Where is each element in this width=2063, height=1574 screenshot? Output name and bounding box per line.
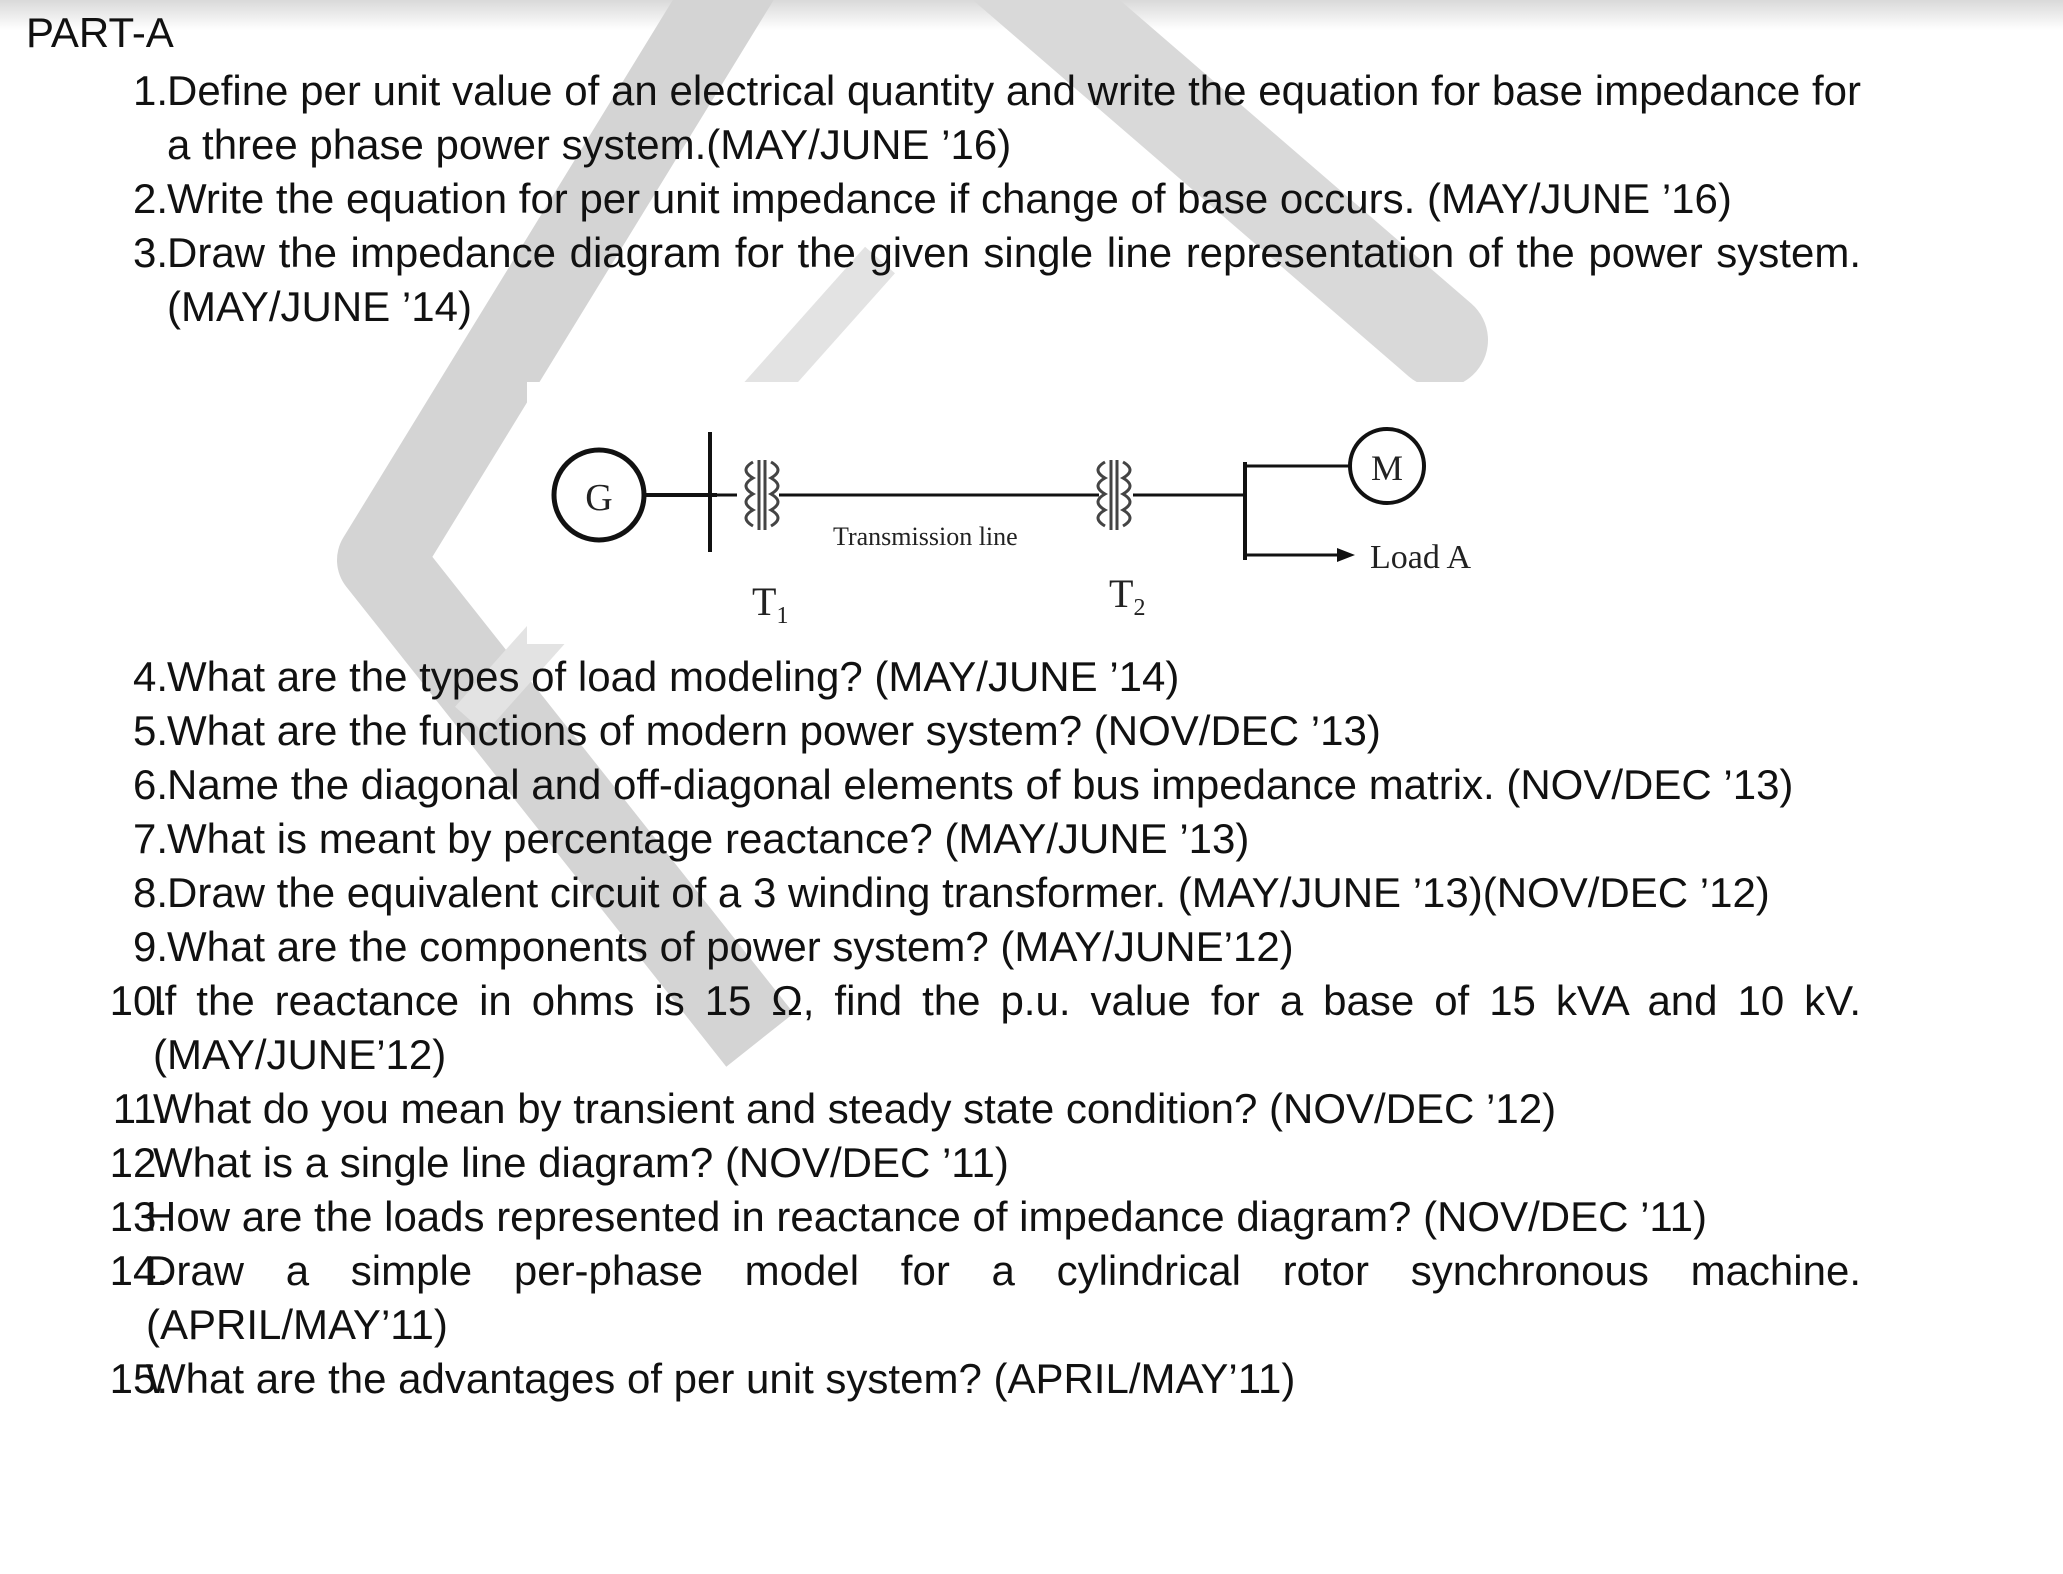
question-number: 2. xyxy=(132,175,168,222)
question-list-part-2: 4. What are the types of load modeling? … xyxy=(0,650,2063,1406)
question-text: What are the components of power system?… xyxy=(167,923,1294,970)
t2-label: T xyxy=(1109,571,1133,616)
question-number: 6. xyxy=(132,761,168,808)
single-line-diagram-drawing: G Transmission line M Load xyxy=(551,427,1471,629)
transmission-line-label: Transmission line xyxy=(833,522,1018,551)
question-number: 14. xyxy=(109,1247,168,1294)
question-text: What is a single line diagram? (NOV/DEC … xyxy=(153,1139,1009,1186)
motor-symbol xyxy=(1348,427,1426,505)
t1-label: T xyxy=(752,579,776,624)
question-item: 12. What is a single line diagram? (NOV/… xyxy=(0,1136,2063,1190)
question-list-part-1: 1. Define per unit value of an electrica… xyxy=(0,64,2063,334)
question-text: Write the equation for per unit impedanc… xyxy=(167,175,1732,222)
question-item: 6. Name the diagonal and off-diagonal el… xyxy=(0,758,2063,812)
question-item: 7. What is meant by percentage reactance… xyxy=(0,812,2063,866)
svg-text:T2: T2 xyxy=(1109,571,1145,621)
section-heading: PART-A xyxy=(26,9,174,56)
question-number: 12. xyxy=(109,1139,168,1186)
question-text: What do you mean by transient and steady… xyxy=(153,1085,1557,1132)
question-item: 3. Draw the impedance diagram for the gi… xyxy=(0,226,2063,334)
question-item: 14. Draw a simple per-phase model for a … xyxy=(0,1244,2063,1352)
question-item: 1. Define per unit value of an electrica… xyxy=(0,64,2063,172)
question-number: 13. xyxy=(109,1193,168,1240)
question-number: 3. xyxy=(132,229,168,276)
question-number: 9. xyxy=(132,923,168,970)
question-text: What are the types of load modeling? (MA… xyxy=(167,653,1180,700)
t2-subscript: 2 xyxy=(1133,595,1145,621)
question-text: Define per unit value of an electrical q… xyxy=(167,67,1861,168)
question-text: What are the advantages of per unit syst… xyxy=(146,1355,1296,1402)
question-number: 10. xyxy=(109,977,168,1024)
question-item: 4. What are the types of load modeling? … xyxy=(0,650,2063,704)
question-item: 2. Write the equation for per unit imped… xyxy=(0,172,2063,226)
transformer-t2-symbol xyxy=(1096,460,1132,530)
question-text: Draw a simple per-phase model for a cyli… xyxy=(146,1247,1861,1348)
question-item: 10. If the reactance in ohms is 15 Ω, fi… xyxy=(0,974,2063,1082)
load-label: Load A xyxy=(1370,539,1471,576)
question-number: 8. xyxy=(132,869,168,916)
question-item: 13. How are the loads represented in rea… xyxy=(0,1190,2063,1244)
t1-subscript: 1 xyxy=(776,603,788,629)
question-number: 5. xyxy=(132,707,168,754)
question-item: 15. What are the advantages of per unit … xyxy=(0,1352,2063,1406)
question-text: How are the loads represented in reactan… xyxy=(146,1193,1708,1240)
question-item: 9. What are the components of power syst… xyxy=(0,920,2063,974)
question-text: Draw the equivalent circuit of a 3 windi… xyxy=(167,869,1770,916)
motor-label: M xyxy=(1371,448,1403,488)
question-number: 15. xyxy=(109,1355,168,1402)
load-arrow xyxy=(1337,548,1355,562)
question-text: What are the functions of modern power s… xyxy=(167,707,1381,754)
question-item: 11. What do you mean by transient and st… xyxy=(0,1082,2063,1136)
question-text: Name the diagonal and off-diagonal eleme… xyxy=(167,761,1794,808)
question-number: 4. xyxy=(132,653,168,700)
svg-text:T1: T1 xyxy=(752,579,788,629)
question-text: Draw the impedance diagram for the given… xyxy=(167,229,1861,330)
question-item: 5. What are the functions of modern powe… xyxy=(0,704,2063,758)
question-number: 1. xyxy=(132,67,168,114)
question-number: 11. xyxy=(112,1085,168,1132)
transformer-t1-symbol xyxy=(744,460,780,530)
question-item: 8. Draw the equivalent circuit of a 3 wi… xyxy=(0,866,2063,920)
generator-label: G xyxy=(585,477,612,519)
single-line-diagram: G Transmission line M Load xyxy=(527,382,1497,644)
question-text: What is meant by percentage reactance? (… xyxy=(167,815,1250,862)
question-text: If the reactance in ohms is 15 Ω, find t… xyxy=(153,977,1861,1078)
question-number: 7. xyxy=(132,815,168,862)
